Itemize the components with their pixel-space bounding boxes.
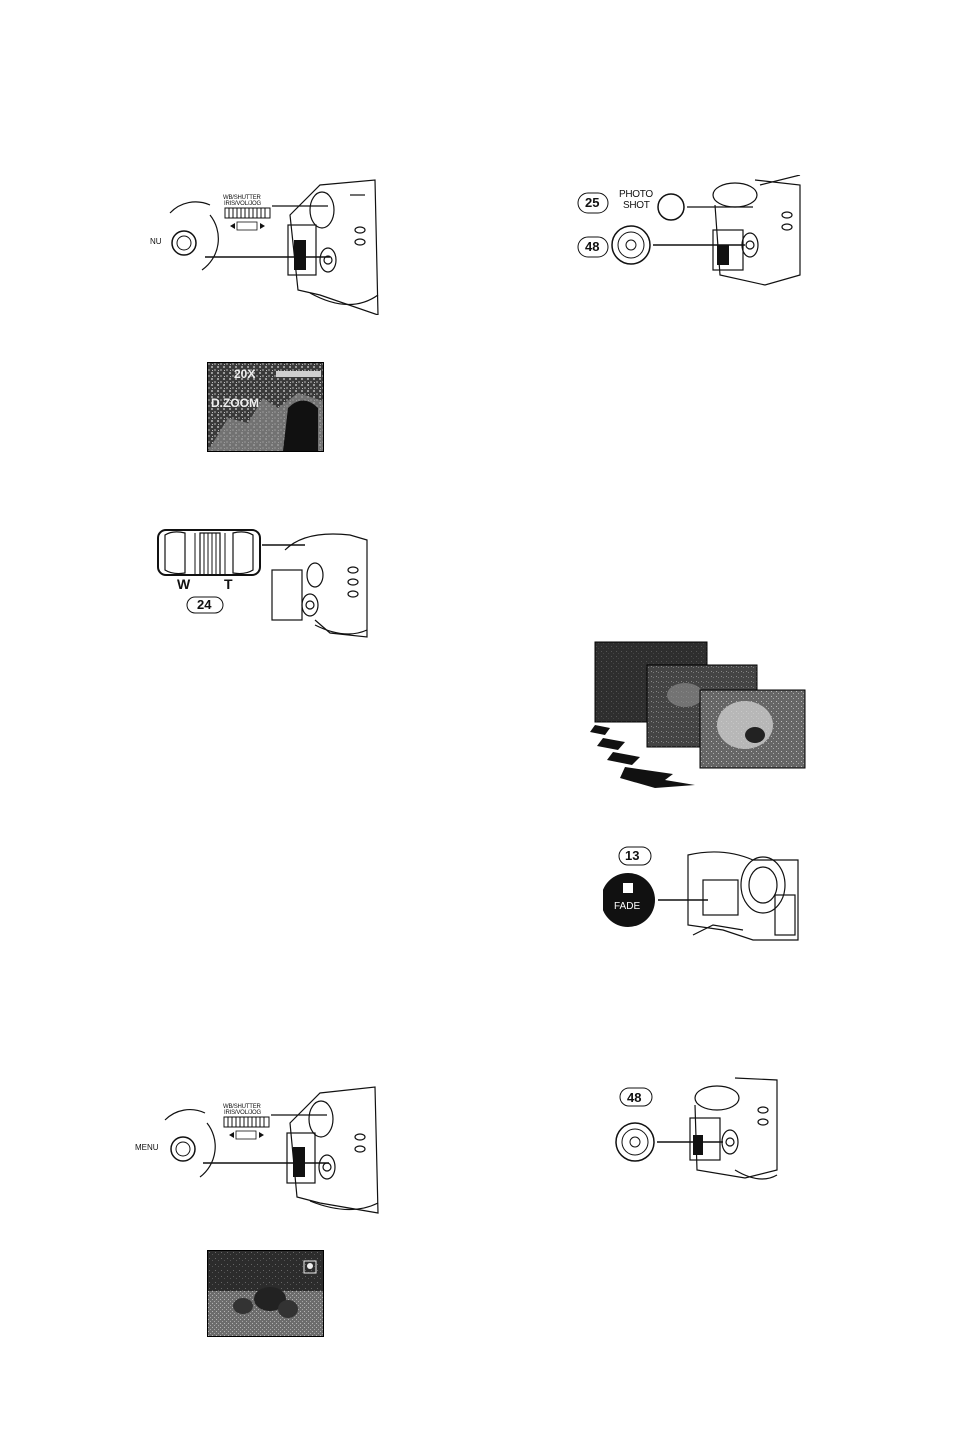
- fade-button-label: FADE: [614, 901, 640, 912]
- zoom-tele-label: T: [224, 576, 233, 592]
- photo-shot-illustration: [565, 175, 805, 290]
- ref-25-label: 25: [585, 195, 599, 210]
- zoom-mode-label: D.ZOOM: [211, 396, 259, 410]
- fade-images: [585, 640, 810, 790]
- screen-photo-bottom: [207, 1250, 324, 1337]
- menu-button-icon: [171, 1137, 195, 1161]
- ref-48-label: 48: [585, 239, 599, 254]
- menu-button-label: NU: [150, 237, 162, 246]
- figure-photo-shot: 25 48 PHOTO SHOT: [565, 175, 805, 290]
- ref-24-label: 24: [197, 597, 211, 612]
- camcorder-icon: [272, 534, 367, 637]
- photo-label-line-2: SHOT: [623, 200, 650, 211]
- dial-label-line-2: IRIS/VOL/JOG: [224, 201, 261, 207]
- screen-image-bottom: [208, 1251, 323, 1336]
- menu-button-icon: [172, 231, 196, 255]
- zoom-ratio-label: 20X: [234, 367, 255, 381]
- fade-button-icon: [603, 873, 655, 927]
- menu-dial-illustration: [135, 1075, 380, 1215]
- figure-menu-dial-top: NU WB/SHUTTER IRIS/VOL/JOG: [150, 175, 382, 315]
- zoom-wide-label: W: [177, 576, 190, 592]
- dial-label-line-2: IRIS/VOL/JOG: [224, 1110, 261, 1116]
- zoom-screen-photo: 20X D.ZOOM: [207, 362, 324, 452]
- photo-shot-button-icon: [658, 194, 684, 220]
- menu-dial-illustration: [150, 175, 382, 315]
- fade-effect-illustration: [585, 640, 810, 790]
- zoom-lever-icon: [158, 530, 260, 575]
- camcorder-icon: [690, 1078, 777, 1179]
- figure-menu-dial-bottom: MENU WB/SHUTTER IRIS/VOL/JOG: [135, 1075, 380, 1215]
- camcorder-icon: [688, 852, 798, 940]
- record-button-illustration: [605, 1070, 780, 1185]
- camcorder-icon: [713, 175, 800, 285]
- ref-13-label: 13: [625, 848, 639, 863]
- ref-48-label: 48: [627, 1090, 641, 1105]
- photo-label-line-1: PHOTO: [619, 189, 653, 200]
- figure-fade-button: 13 FADE: [603, 845, 803, 945]
- figure-record-button: 48: [605, 1070, 780, 1185]
- menu-button-label: MENU: [135, 1143, 159, 1152]
- figure-zoom-lever: W T 24: [155, 525, 370, 640]
